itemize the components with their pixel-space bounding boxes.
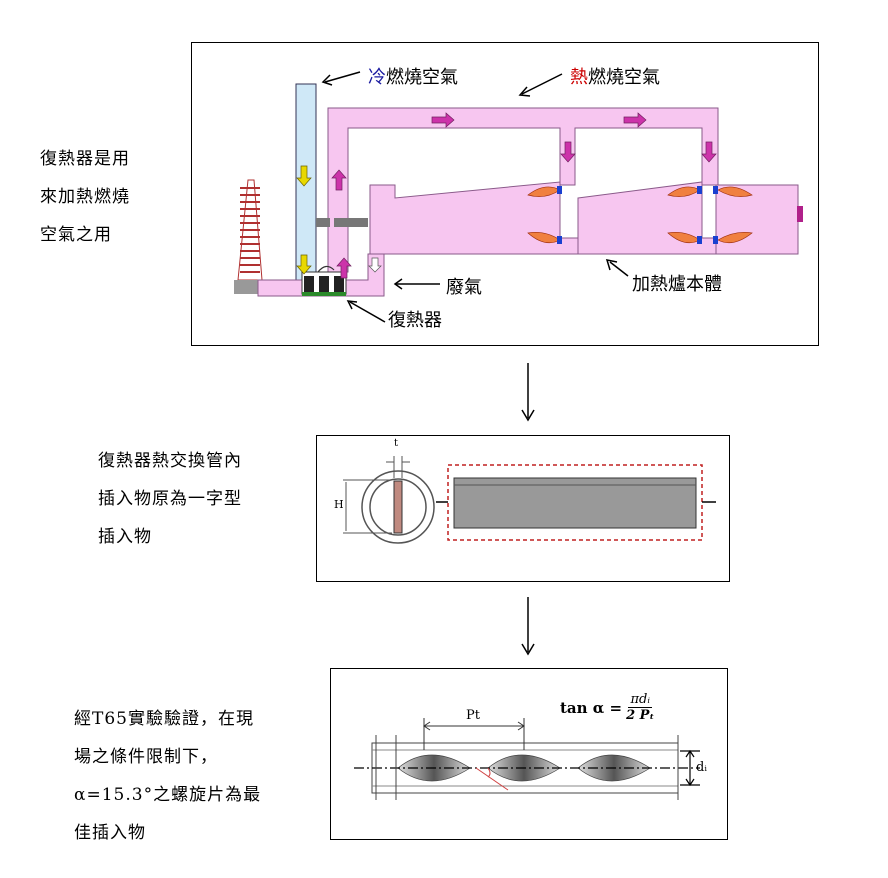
diameter-dimension xyxy=(680,749,700,787)
hot-combustion-air-label: 熱燃燒空氣 xyxy=(570,67,660,88)
hot-air-direction-arrows xyxy=(331,112,717,279)
formula-lhs: tan α = xyxy=(560,698,623,717)
tube-side-view xyxy=(436,464,716,541)
helix-angle-formula: tan α = πdᵢ 2 Pₜ xyxy=(560,692,654,723)
burner-flames xyxy=(527,186,753,244)
thickness-label: t xyxy=(394,438,399,449)
helical-tube xyxy=(354,735,700,800)
recuperator-label: 復熱器 xyxy=(388,310,442,331)
panel3-description: 經T65實驗驗證，在現 場之條件限制下， α=15.3°之螺旋片為最 佳插入物 xyxy=(74,709,262,843)
chimney xyxy=(234,179,263,294)
pitch-dimension xyxy=(423,718,525,750)
recuperator-units xyxy=(301,271,347,296)
panel2-description: 復熱器熱交換管內 插入物原為一字型 插入物 xyxy=(98,451,242,547)
panel1-description: 復熱器是用 來加熱燃燒 空氣之用 xyxy=(40,149,130,245)
furnace-body-label: 加熱爐本體 xyxy=(632,274,722,295)
height-label: H xyxy=(334,498,344,511)
pitch-label: Pt xyxy=(466,708,480,723)
diameter-label: dᵢ xyxy=(696,760,707,775)
cold-combustion-air-label: 冷燃燒空氣 xyxy=(368,67,458,88)
formula-denominator: 2 Pₜ xyxy=(626,708,655,723)
cold-air-direction-arrows xyxy=(296,165,312,275)
label-pointers xyxy=(321,71,629,323)
exhaust-gas-label: 廢氣 xyxy=(446,277,482,298)
furnace-body xyxy=(369,181,799,255)
exhaust-duct xyxy=(257,253,385,297)
tube-cross-section xyxy=(343,456,435,544)
formula-fraction: πdᵢ 2 Pₜ xyxy=(626,692,654,723)
formula-numerator: πdᵢ xyxy=(628,692,652,708)
